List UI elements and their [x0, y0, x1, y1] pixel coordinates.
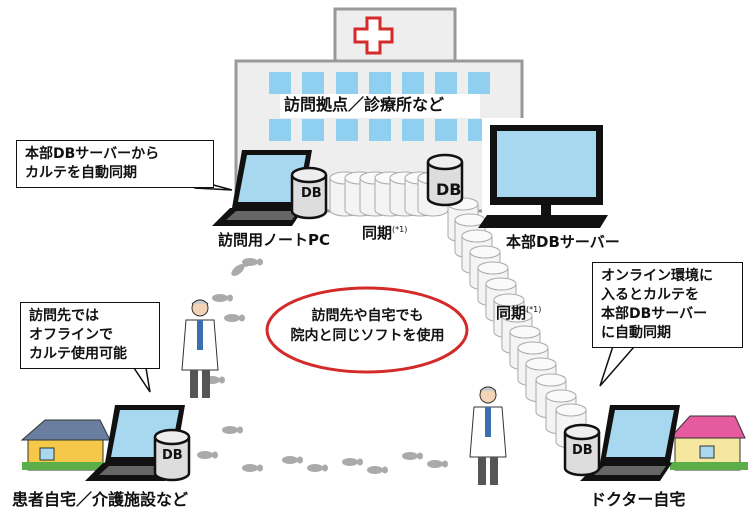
laptop-label: 訪問用ノートPC	[218, 231, 331, 249]
callout-right: オンライン環境に 入るとカルテを 本部DBサーバー に自動同期	[592, 262, 743, 348]
callout-line: 訪問先では	[29, 308, 99, 324]
doctor-figure-right	[469, 386, 507, 486]
patient-house-icon	[20, 419, 112, 471]
callout-line: 本部DBサーバーから	[25, 146, 160, 162]
sync-note: (*1)	[392, 225, 408, 234]
callout-line: に自動同期	[601, 325, 671, 341]
center-message-line: 院内と同じソフトを使用	[290, 328, 445, 344]
sync-text: 同期	[496, 304, 527, 322]
center-message-line: 訪問先や自宅でも	[311, 308, 424, 324]
center-ellipse	[265, 286, 469, 374]
server-monitor-icon	[478, 125, 608, 228]
doctor-house-icon	[668, 415, 748, 471]
patient-home-label: 患者自宅／介護施設など	[12, 490, 189, 509]
sync-label-right: 同期(*1)	[496, 304, 541, 322]
db-label: DB	[301, 186, 322, 201]
sync-text: 同期	[362, 224, 393, 242]
doctor-home-label: ドクター自宅	[590, 490, 686, 509]
db-label: DB	[436, 180, 462, 199]
callout-top-left: 本部DBサーバーから カルテを自動同期	[16, 140, 214, 188]
callout-line: 本部DBサーバー	[601, 306, 708, 322]
callout-left: 訪問先では オフラインで カルテ使用可能	[20, 302, 160, 369]
server-label: 本部DBサーバー	[506, 233, 620, 251]
sync-note: (*1)	[526, 305, 542, 314]
callout-line: オンライン環境に	[601, 268, 713, 284]
db-label: DB	[572, 443, 593, 458]
callout-line: オフラインで	[29, 327, 113, 343]
red-cross-icon	[353, 16, 394, 55]
facility-label: 訪問拠点／診療所など	[284, 95, 445, 114]
callout-line: 入るとカルテを	[601, 287, 699, 303]
sync-label-top: 同期(*1)	[362, 224, 407, 242]
callout-line: カルテを自動同期	[25, 165, 137, 181]
callout-line: カルテ使用可能	[29, 346, 127, 362]
center-message: 訪問先や自宅でも 院内と同じソフトを使用	[280, 306, 455, 346]
db-label: DB	[162, 448, 183, 463]
